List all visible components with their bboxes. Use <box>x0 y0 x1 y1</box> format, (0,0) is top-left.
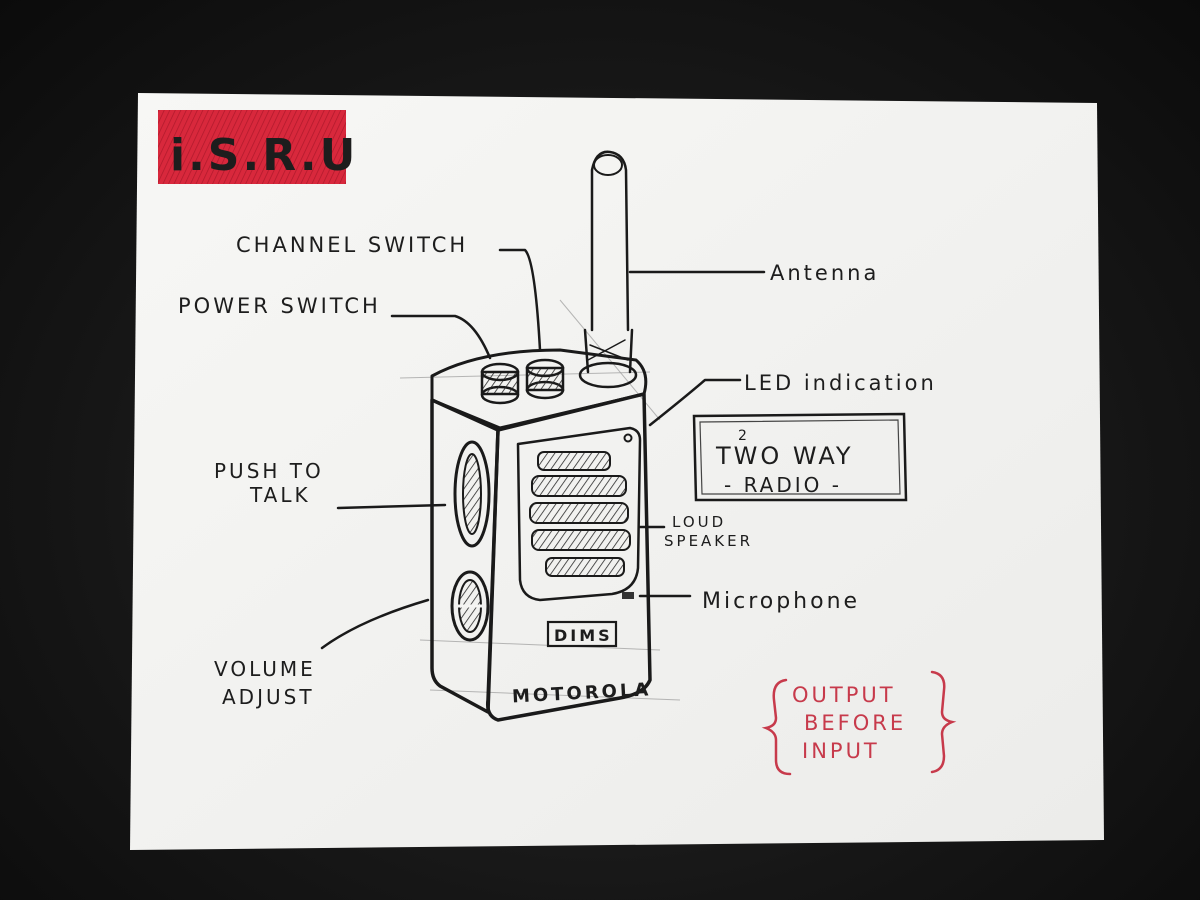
label-loud-speaker-line1: LOUD <box>672 513 726 531</box>
label-led-indication: LED indication <box>744 371 937 395</box>
radio-side <box>430 398 500 714</box>
note-line-1: OUTPUT <box>792 683 896 707</box>
product-name-box: 2 TWO WAY - RADIO - <box>692 412 908 502</box>
leader-volume-adjust <box>320 598 430 650</box>
dims-badge-box <box>546 620 618 648</box>
label-loud-speaker-line2: SPEAKER <box>664 532 753 550</box>
push-to-talk-button <box>453 440 491 548</box>
left-brace <box>761 678 792 776</box>
label-volume-adjust-line1: VOLUME <box>214 657 316 681</box>
speaker-panel <box>516 426 642 602</box>
note-line-3: INPUT <box>802 739 880 763</box>
microphone-slot <box>622 592 634 599</box>
output-before-input-note: OUTPUT BEFORE INPUT <box>761 670 957 776</box>
construction-lines <box>399 299 681 701</box>
leader-lines <box>320 248 766 650</box>
label-volume-adjust-line2: ADJUST <box>222 685 315 709</box>
title-badge: i.S.R.U <box>158 110 358 184</box>
led-dot <box>623 433 633 443</box>
radio-illustration: DIMS MOTOROLA <box>399 150 681 722</box>
paper-sheet <box>130 93 1104 850</box>
title-badge-text: i.S.R.U <box>170 130 358 181</box>
label-power-switch: POWER SWITCH <box>178 294 381 318</box>
power-switch-knob <box>480 362 520 405</box>
leader-led <box>648 378 742 427</box>
volume-adjust-knob <box>450 570 490 642</box>
leader-push-to-talk <box>336 503 447 510</box>
product-line2: - RADIO - <box>724 473 842 497</box>
leader-power-switch <box>390 314 492 360</box>
label-antenna: Antenna <box>770 261 879 285</box>
channel-switch-knob <box>525 358 565 400</box>
label-push-to-talk-line1: PUSH TO <box>214 459 324 483</box>
product-line1: TWO WAY <box>715 442 854 470</box>
speaker-grille <box>529 451 631 577</box>
product-correction-mark: 2 <box>738 428 750 444</box>
leader-channel-switch <box>498 248 542 352</box>
label-channel-switch: CHANNEL SWITCH <box>236 233 468 257</box>
label-microphone: Microphone <box>702 589 860 614</box>
note-line-2: BEFORE <box>804 711 906 735</box>
dims-badge-text: DIMS <box>554 626 613 645</box>
radio-top <box>430 348 648 430</box>
right-brace <box>930 670 957 774</box>
label-push-to-talk-line2: TALK <box>249 483 311 507</box>
